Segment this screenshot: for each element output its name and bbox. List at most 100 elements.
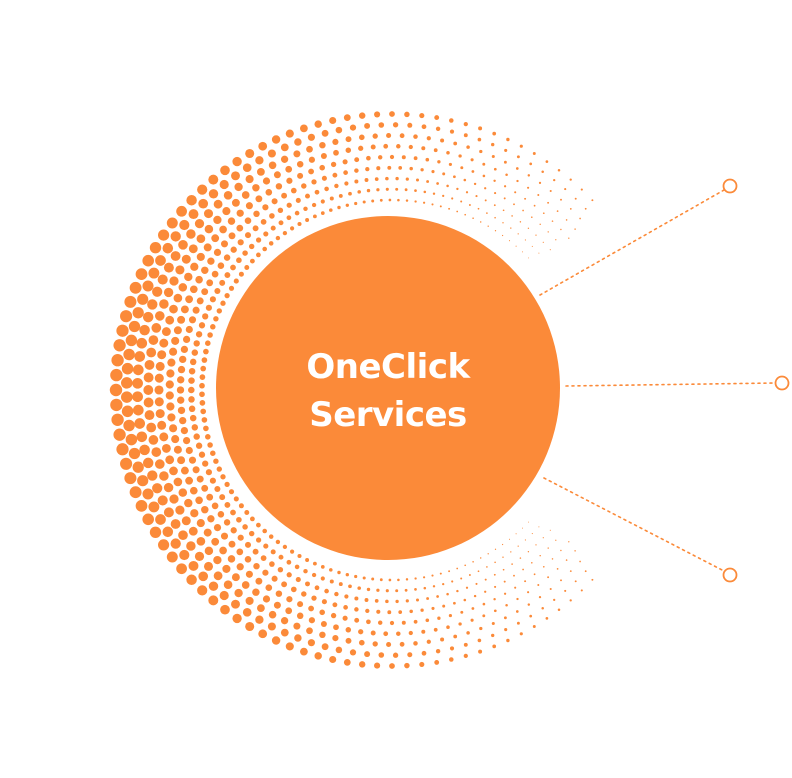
halo-dot [514, 191, 517, 194]
halo-dot [158, 539, 170, 551]
halo-dot [423, 190, 427, 194]
halo-dot [260, 555, 267, 561]
halo-dot [132, 391, 143, 403]
halo-dot [285, 165, 293, 173]
halo-dot [527, 227, 530, 229]
halo-dot [529, 162, 533, 166]
halo-dot [532, 625, 536, 628]
halo-dot [508, 240, 511, 242]
halo-dot [157, 495, 168, 506]
halo-dot [535, 234, 537, 236]
halo-dot [435, 126, 441, 132]
halo-dot [286, 215, 292, 221]
halo-dot [224, 292, 230, 299]
halo-dot [220, 604, 230, 615]
halo-dot [180, 305, 189, 314]
halo-dot [466, 145, 470, 149]
halo-dot [139, 444, 150, 456]
halo-dot [143, 385, 154, 395]
halo-dot [503, 592, 507, 595]
halo-dot [285, 642, 294, 651]
halo-dot [252, 548, 259, 555]
halo-dot [286, 572, 292, 578]
halo-dot [479, 149, 483, 154]
halo-dot [510, 551, 512, 553]
halo-dot [202, 460, 209, 467]
halo-dot [280, 155, 289, 163]
connector-bottom-end-node [722, 567, 738, 583]
halo-dot [342, 159, 348, 165]
halo-dot [124, 295, 137, 308]
halo-dot [256, 522, 261, 528]
halo-dot [245, 202, 253, 210]
halo-dot [419, 113, 425, 119]
halo-dot [219, 546, 227, 555]
halo-dot [584, 570, 587, 573]
connector-bottom-line [543, 477, 725, 572]
halo-dot [574, 197, 577, 200]
halo-dot [324, 186, 329, 192]
halo-dot [271, 636, 281, 645]
halo-dot [365, 608, 370, 614]
halo-dot [420, 168, 424, 172]
halo-dot [230, 246, 237, 253]
halo-dot [504, 148, 508, 152]
halo-dot [358, 639, 365, 646]
halo-dot [405, 599, 409, 603]
halo-dot [448, 614, 452, 618]
halo-dot [437, 160, 441, 164]
halo-dot [519, 221, 522, 223]
halo-dot [527, 591, 530, 594]
halo-dot [463, 653, 468, 659]
halo-dot [478, 126, 483, 131]
halo-dot [358, 134, 365, 141]
halo-dot [213, 571, 223, 581]
halo-dot [132, 364, 144, 376]
halo-dot [227, 555, 236, 563]
halo-dot [307, 639, 315, 647]
halo-dot [376, 188, 380, 192]
halo-dot [591, 199, 594, 202]
halo-dot [220, 532, 229, 540]
halo-dot [144, 359, 155, 370]
halo-dot [440, 138, 445, 143]
halo-dot [385, 589, 389, 593]
halo-dot [408, 144, 413, 150]
halo-dot [329, 208, 333, 212]
halo-dot [230, 509, 236, 516]
halo-dot [374, 111, 381, 118]
halo-dot [395, 599, 399, 604]
halo-dot [280, 628, 289, 637]
halo-dot [374, 177, 379, 181]
halo-dot [113, 339, 126, 352]
halo-dot [125, 433, 138, 446]
halo-dot [155, 361, 165, 371]
halo-dot [121, 391, 133, 403]
halo-dot [203, 209, 214, 219]
halo-dot [332, 138, 339, 145]
halo-dot [460, 200, 463, 203]
halo-dot [162, 242, 174, 254]
halo-dot [522, 568, 524, 571]
halo-dot [493, 609, 497, 613]
halo-dot [214, 287, 221, 295]
halo-dot [111, 413, 124, 426]
halo-dot [527, 603, 531, 606]
halo-dot [275, 590, 283, 597]
halo-dot [132, 461, 144, 473]
halo-dot [388, 578, 392, 582]
halo-dot [241, 581, 250, 589]
halo-dot [494, 230, 497, 232]
halo-dot [343, 114, 351, 121]
halo-dot [216, 466, 222, 472]
halo-dot [241, 191, 250, 199]
halo-dot [479, 557, 482, 559]
halo-dot [415, 598, 420, 602]
halo-dot [300, 124, 308, 133]
halo-dot [186, 194, 197, 206]
halo-dot [491, 142, 495, 147]
halo-dot [151, 323, 162, 333]
halo-dot [408, 630, 413, 636]
halo-dot [377, 620, 383, 625]
halo-dot [560, 549, 562, 552]
